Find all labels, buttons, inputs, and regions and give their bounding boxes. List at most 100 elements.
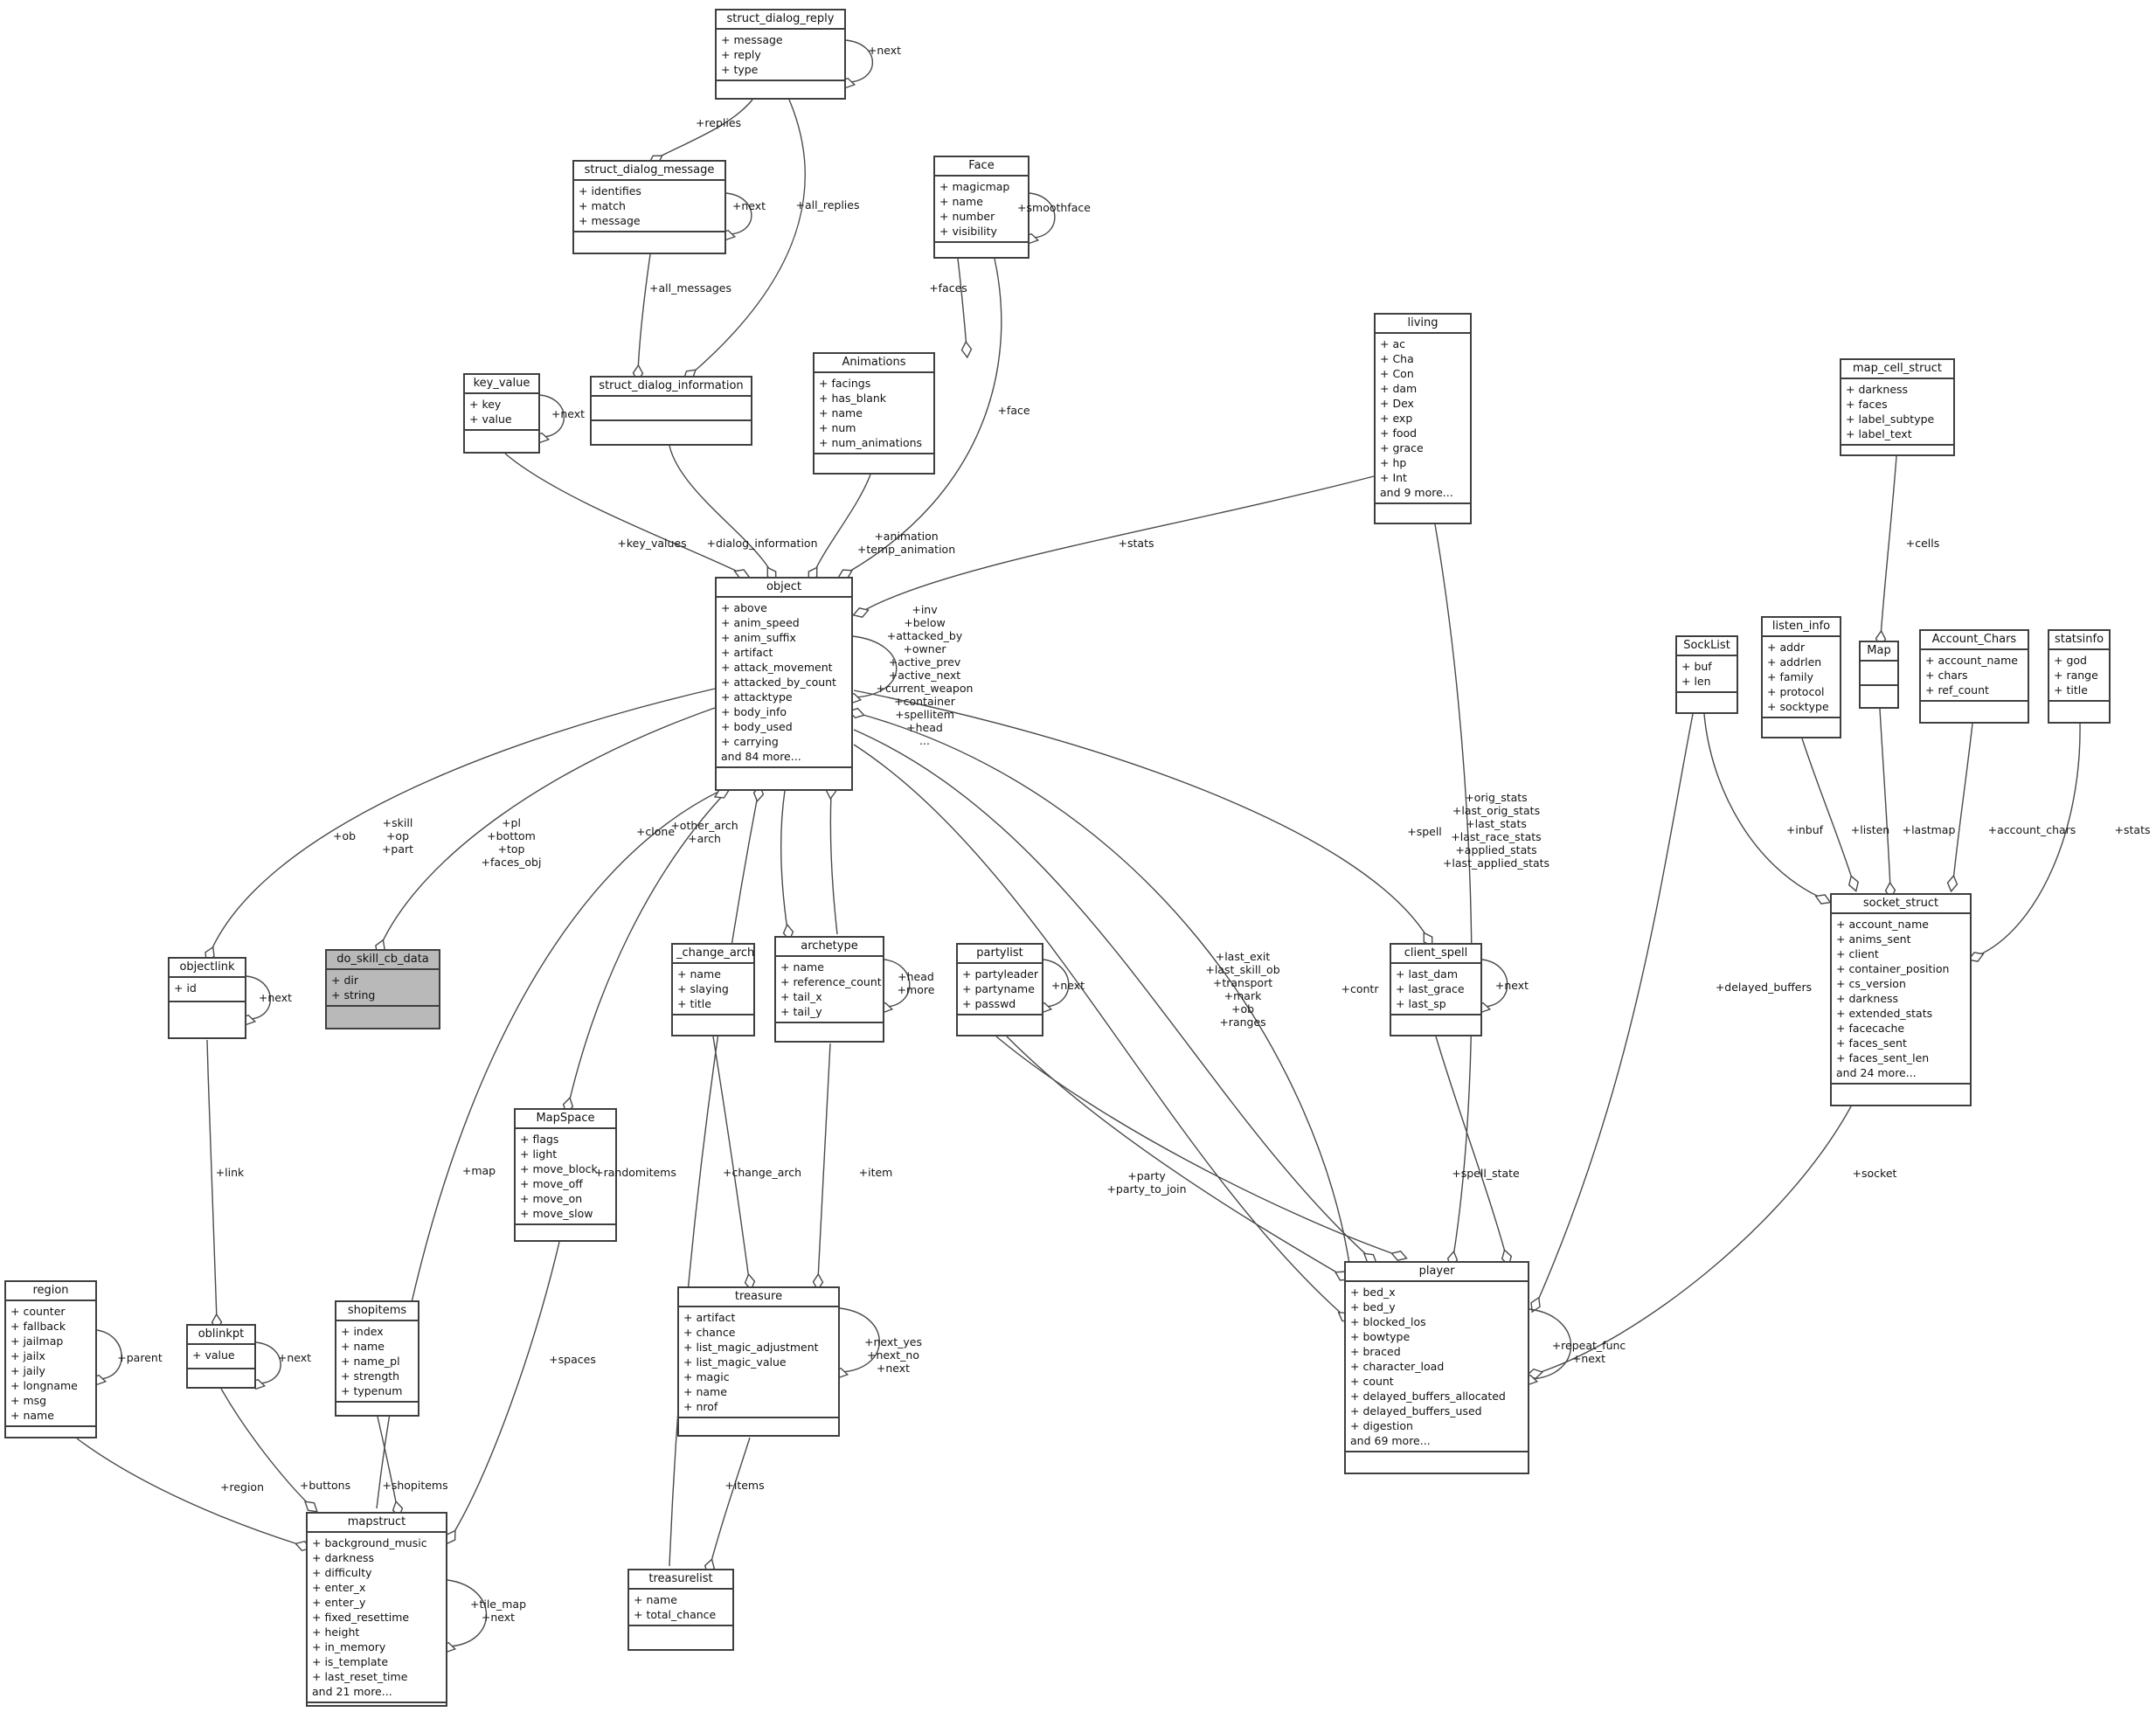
class-attributes: + flags+ light+ move_block+ move_off+ mo… (516, 1129, 615, 1225)
class-attribute: + match (579, 199, 626, 212)
class-attributes: + facings+ has_blank+ name+ num+ num_ani… (815, 373, 933, 454)
class-attribute: + flags (520, 1133, 559, 1146)
edge-label-line: +last_stats (1466, 817, 1527, 830)
class-attributes: + buf+ len (1677, 656, 1737, 693)
edge-label-line: +region (219, 1480, 265, 1494)
class-node-player: player+ bed_x+ bed_y+ blocked_los+ bowty… (1344, 1261, 1529, 1474)
edge-label-line: +spaces (549, 1353, 596, 1366)
edge-label-line: +temp_animation (856, 543, 956, 556)
edge-label: +region (220, 1480, 264, 1494)
class-title: Animations (815, 354, 933, 373)
edge-label: +animation+temp_animation (857, 530, 955, 556)
class-node-treasurelist: treasurelist+ name+ total_chance (627, 1569, 734, 1651)
class-attribute: + tail_y (780, 1005, 822, 1018)
class-attributes: + name+ total_chance (629, 1590, 732, 1626)
class-attributes: + ac+ Cha+ Con+ dam+ Dex+ exp+ food+ gra… (1376, 334, 1470, 504)
edge-label-line: +last_skill_ob (1205, 963, 1280, 976)
association-edge (377, 1416, 398, 1508)
class-title: Map (1861, 642, 1897, 662)
class-node-client_spell: client_spell+ last_dam+ last_grace+ last… (1390, 943, 1482, 1036)
edge-label: +party+party_to_join (1106, 1169, 1186, 1196)
edge-label-line: +orig_stats (1465, 791, 1528, 804)
association-edge (1879, 708, 1891, 889)
class-attribute: + chars (1925, 669, 1968, 682)
edge-label-line: +bottom (487, 829, 536, 842)
class-methods-empty (1763, 718, 1840, 737)
class-attributes: + above+ anim_speed+ anim_suffix+ artifa… (717, 598, 851, 768)
class-attributes: + addr+ addrlen+ family+ protocol+ sockt… (1763, 637, 1840, 718)
class-node-socket_struct: socket_struct+ account_name+ anims_sent+… (1830, 893, 1972, 1106)
association-edge (452, 1241, 560, 1535)
class-node-objectlink: objectlink+ id (168, 957, 246, 1039)
class-attribute: + id (174, 981, 197, 995)
edge-label: +clone (636, 825, 675, 838)
class-attribute: + jailx (10, 1349, 45, 1362)
class-attribute: + tail_x (780, 990, 822, 1003)
association-edge (657, 99, 753, 158)
association-edge (817, 1043, 831, 1280)
edge-label: +buttons (300, 1479, 350, 1492)
class-methods-empty (465, 431, 538, 452)
class-attribute: + bed_y (1350, 1300, 1396, 1313)
class-title: treasurelist (629, 1570, 732, 1590)
class-attribute: + has_blank (819, 392, 887, 405)
edge-label-line: ... (919, 734, 930, 747)
class-attribute: + key (469, 398, 502, 411)
class-attribute: + container_position (1836, 962, 1950, 975)
edge-label: +lastmap (1903, 823, 1956, 836)
edge-label-line: +owner (903, 642, 946, 655)
association-edge (669, 445, 772, 572)
class-attribute: + god (2054, 654, 2087, 667)
edge-label: +next (278, 1351, 311, 1364)
association-edge (852, 635, 898, 698)
class-methods-empty (1391, 1015, 1480, 1035)
class-methods-empty (935, 243, 1028, 257)
edge-label-line: +party_to_join (1106, 1182, 1187, 1196)
association-edge (853, 690, 1428, 938)
class-node-Animations: Animations+ facings+ has_blank+ name+ nu… (813, 352, 935, 475)
class-methods-empty (170, 1002, 245, 1037)
class-node-statsinfo: statsinfo+ god+ range+ title (2048, 629, 2111, 724)
edge-label-line: +all_messages (648, 281, 732, 295)
edge-label: +contr (1341, 982, 1379, 995)
class-attribute: + last_grace (1396, 982, 1465, 995)
edge-label-line: +face (997, 404, 1030, 417)
aggregation-diamond-icon (1814, 894, 1832, 905)
edge-label-line: +below (904, 616, 946, 629)
edge-label-line: +ranges (1219, 1015, 1266, 1029)
association-edge (847, 258, 1002, 573)
class-methods-empty (673, 1015, 753, 1035)
class-attribute: + list_magic_adjustment (683, 1341, 819, 1354)
class-attribute: + name (780, 960, 824, 974)
class-title: listen_info (1763, 618, 1840, 637)
edge-label: +skill+op+part (382, 816, 413, 856)
class-attribute: + addrlen (1767, 655, 1822, 669)
class-title: player (1346, 1263, 1528, 1282)
class-node-SockList: SockList+ buf+ len (1675, 635, 1738, 714)
edge-label-line: +tile_map (469, 1598, 527, 1611)
class-attribute: + message (579, 214, 641, 227)
class-attribute: + title (2054, 683, 2088, 697)
class-attribute: + reference_count (780, 975, 882, 988)
class-title: MapSpace (516, 1110, 615, 1129)
class-attribute: + index (341, 1325, 384, 1338)
association-edge (504, 453, 740, 573)
class-more-attributes: and 21 more... (312, 1685, 392, 1698)
association-edge (1978, 723, 2081, 956)
edge-label-line: +all_replies (795, 198, 860, 211)
edge-label-line: +ob (332, 829, 357, 842)
class-attribute: + msg (10, 1394, 47, 1407)
association-edge (712, 1036, 750, 1280)
association-edge (1537, 1106, 1852, 1374)
association-edge (845, 39, 873, 83)
class-node-MapSpace: MapSpace+ flags+ light+ move_block+ move… (514, 1108, 617, 1242)
class-title: Account_Chars (1921, 631, 2028, 650)
edge-label: +dialog_information (707, 537, 818, 550)
association-edge (853, 711, 1350, 1265)
class-attributes: + name+ reference_count + tail_x + tail_y (776, 957, 883, 1023)
association-edge (1435, 1036, 1507, 1256)
aggregation-diamond-icon (1848, 875, 1860, 892)
class-title: key_value (465, 375, 538, 394)
class-attribute: + faces_sent (1836, 1036, 1907, 1050)
edge-label-line: +spellitem (895, 708, 954, 721)
